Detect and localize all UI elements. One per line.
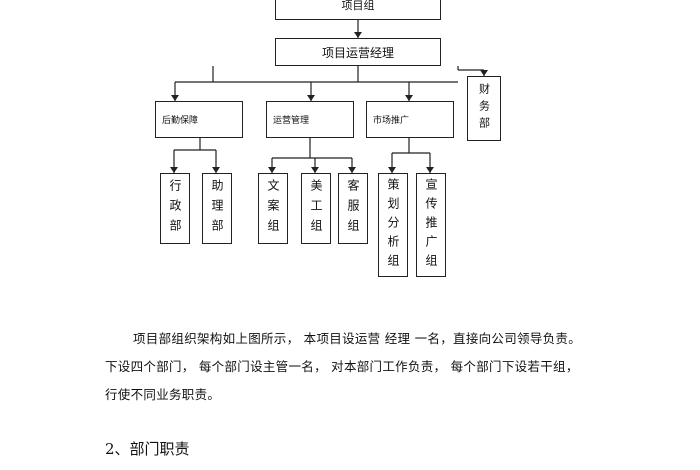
org-box-planning-analysis-label: 策划分析组 [386, 177, 400, 273]
org-box-finance: 财务部 [467, 76, 501, 141]
org-box-promotion: 宣传推广组 [416, 173, 446, 277]
org-box-customer-service-label: 客服组 [346, 178, 360, 239]
org-box-project-team-label: 项目组 [341, 0, 375, 12]
org-box-marketing: 市场推广 [366, 101, 454, 138]
org-box-copywriting-label: 文案组 [266, 178, 280, 239]
org-box-operations-management: 运营管理 [266, 101, 354, 138]
org-box-marketing-label: 市场推广 [373, 116, 410, 126]
org-box-planning-analysis: 策划分析组 [378, 173, 408, 277]
org-box-operations-management-label: 运营管理 [273, 116, 310, 126]
section-heading: 2、部门职责 [105, 440, 190, 458]
org-box-admin-label: 行政部 [168, 178, 182, 239]
org-box-admin: 行政部 [160, 173, 190, 244]
org-box-design: 美工组 [301, 173, 331, 244]
paragraph-line-1: 项目部组织架构如上图所示， 本项目设运营 经理 一名，直接向公司领导负责。 [133, 331, 582, 346]
org-box-operations-manager: 项目运营经理 [275, 38, 441, 66]
paragraph-line-2: 下设四个部门， 每个部门设主管一名， 对本部门工作负责， 每个部门下设若干组， [105, 359, 579, 374]
org-box-assistant-label: 助理部 [210, 178, 224, 239]
org-box-customer-service: 客服组 [338, 173, 368, 244]
org-box-promotion-label: 宣传推广组 [424, 177, 438, 273]
org-box-logistics-label: 后勤保障 [162, 116, 199, 126]
org-box-finance-label: 财务部 [477, 83, 491, 134]
paragraph-line-3: 行使不同业务职责。 [105, 387, 221, 402]
org-box-assistant: 助理部 [202, 173, 232, 244]
org-box-operations-manager-label: 项目运营经理 [321, 45, 394, 60]
org-box-logistics: 后勤保障 [155, 101, 243, 138]
org-box-project-team: 项目组 [275, 0, 441, 20]
org-box-copywriting: 文案组 [258, 173, 288, 244]
org-box-design-label: 美工组 [309, 178, 323, 239]
